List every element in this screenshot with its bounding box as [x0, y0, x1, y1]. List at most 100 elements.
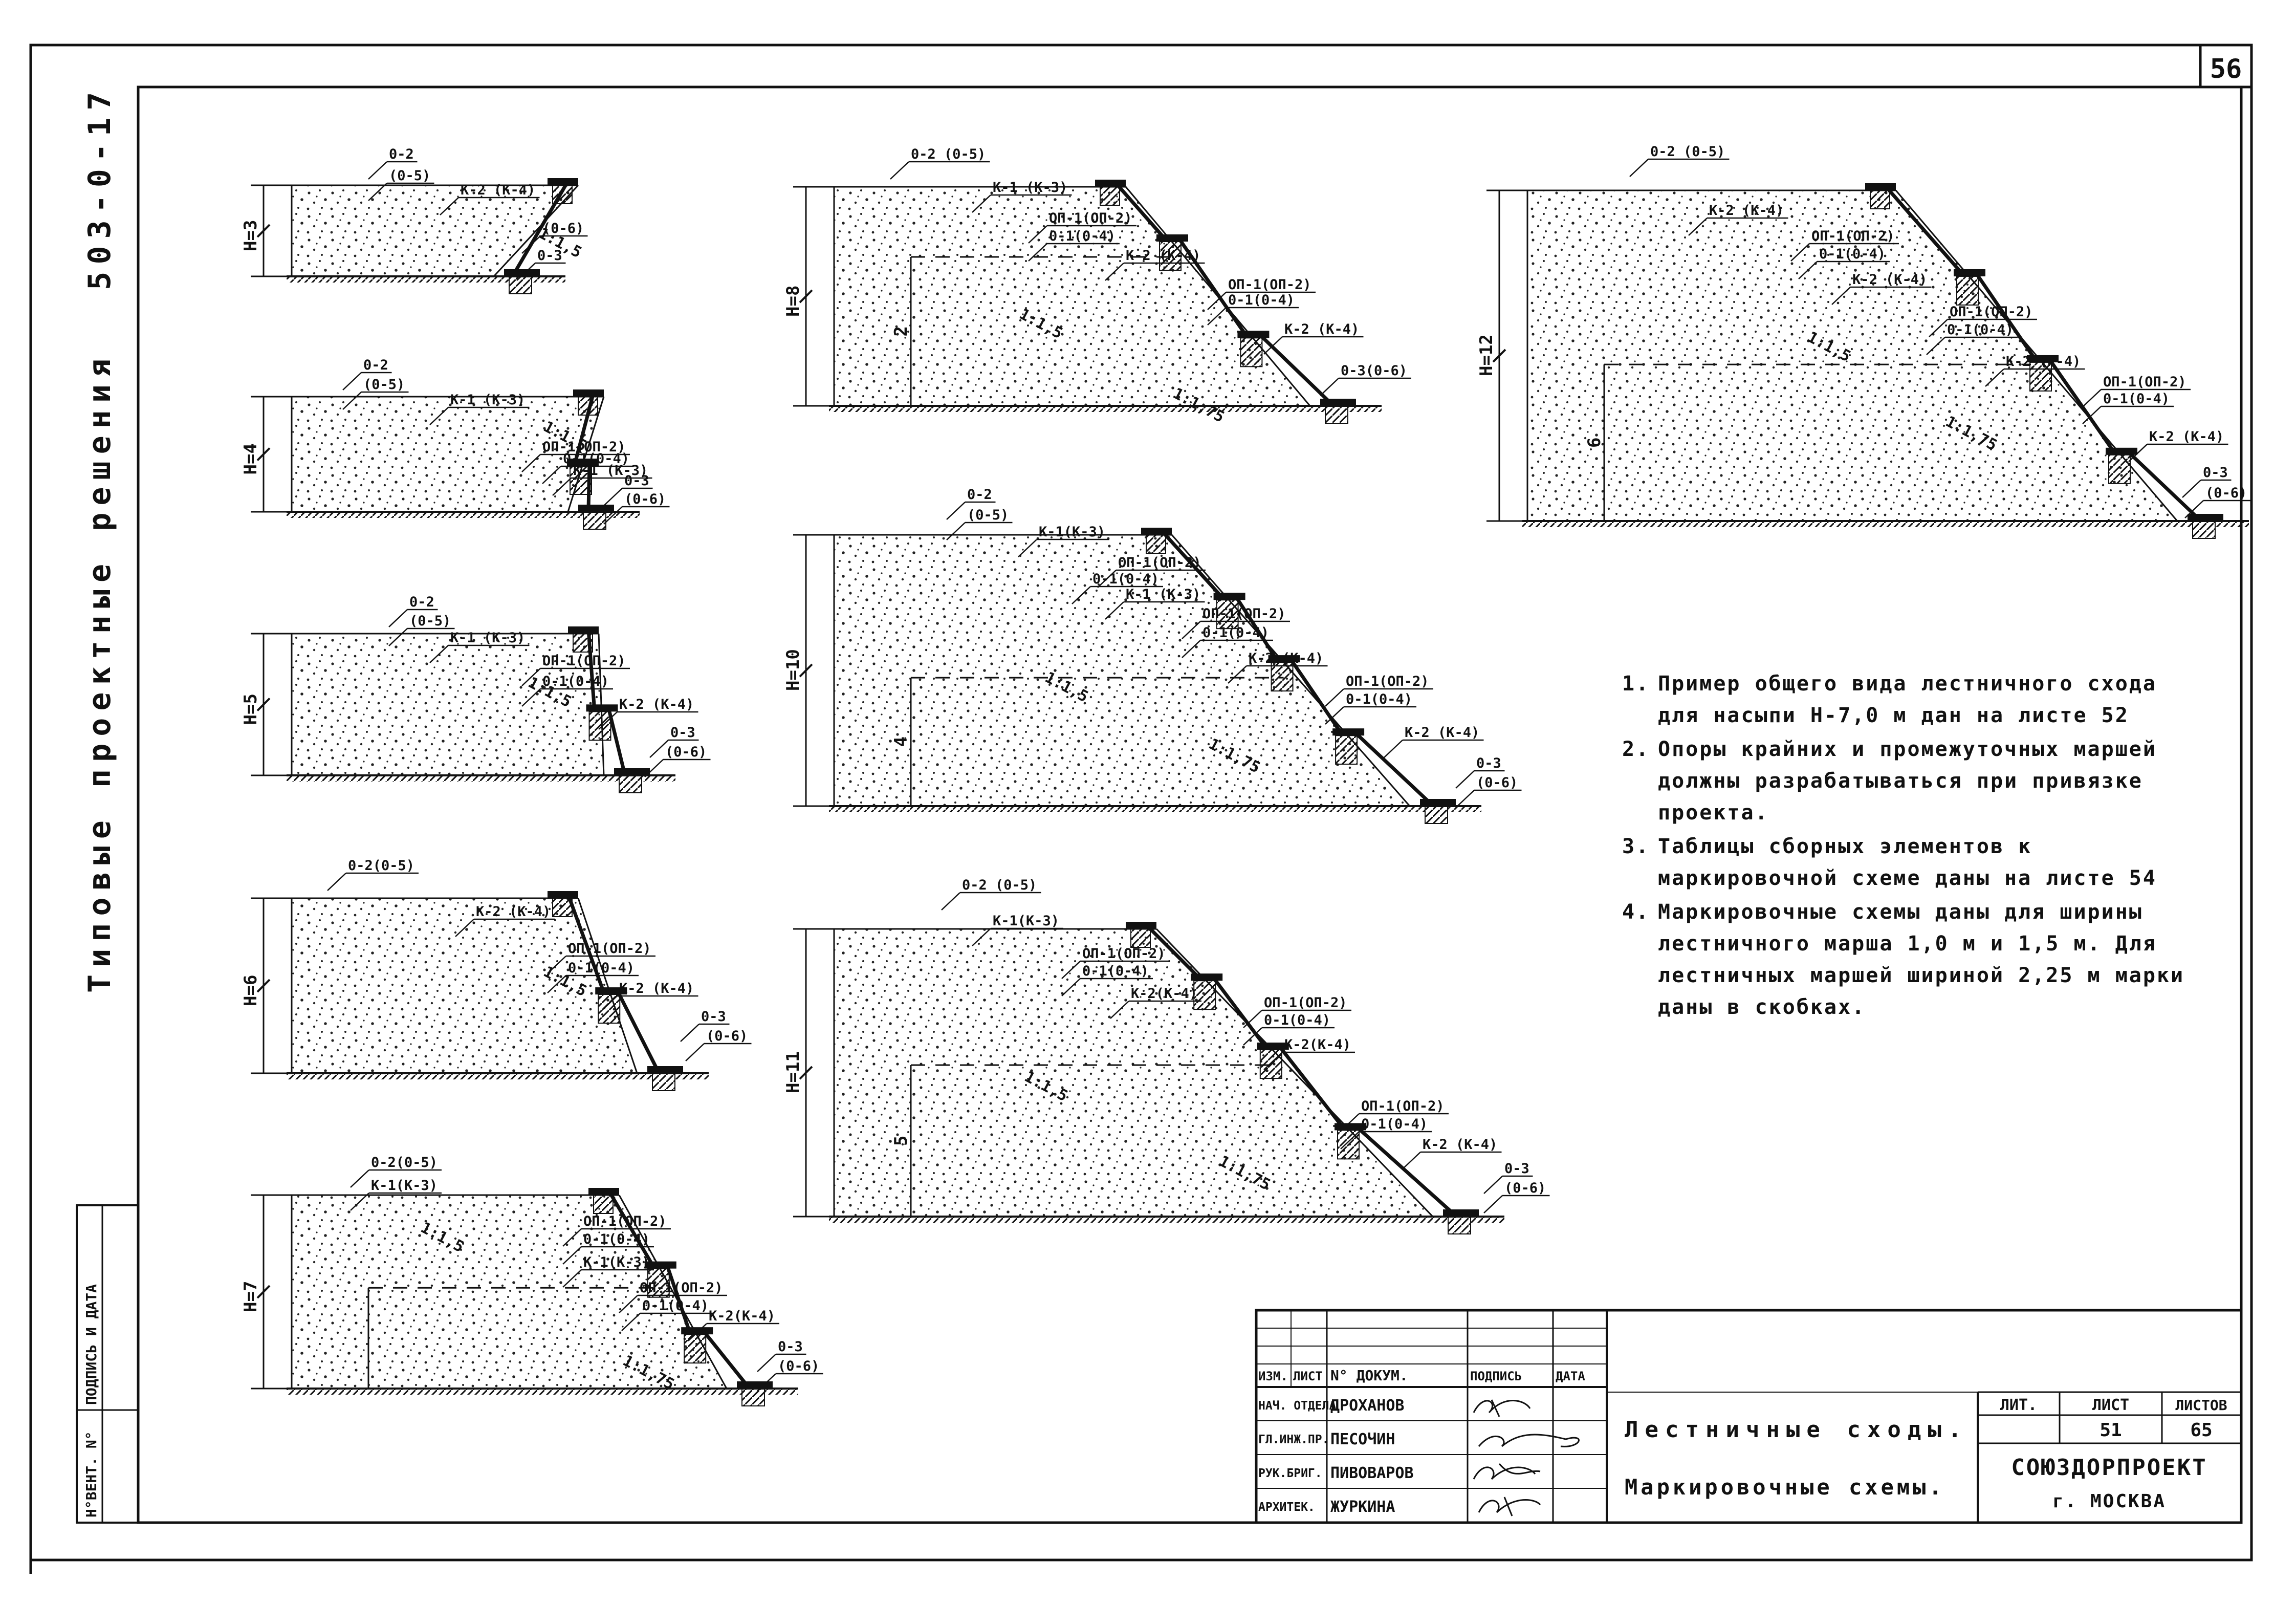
- callout-leader: [547, 956, 566, 974]
- element-mark-label: (0-6): [778, 1358, 819, 1374]
- element-mark-label: К-2 (К-4): [461, 182, 535, 198]
- staff-role-4: АРХИТЕК.: [1258, 1501, 1315, 1514]
- stair-diagram-1: Н=30-2(0-5)К-2 (К-4)1:1,50-3(0-6): [240, 146, 588, 294]
- callout-leader: [619, 1295, 638, 1313]
- dimension-tick: [799, 1066, 813, 1080]
- element-mark-label: ОП-1(ОП-2): [583, 1213, 667, 1229]
- element-mark-label: К-2 (К-4): [1405, 725, 1479, 741]
- element-mark-label: К-2 (К-4): [2149, 429, 2224, 445]
- top-landing: [588, 1188, 619, 1195]
- staff-name-4: ЖУРКИНА: [1330, 1498, 1395, 1516]
- intermediate-landing: [1237, 331, 1270, 338]
- element-mark-label: ОП-1(ОП-2): [542, 439, 626, 455]
- element-mark-label: (0-5): [363, 377, 405, 393]
- element-mark-label: К-2(К-4): [709, 1308, 775, 1324]
- element-mark-label: 0-1(0-4): [568, 960, 635, 976]
- top-support: [578, 396, 598, 416]
- dimension-tick: [799, 663, 813, 678]
- header-date: ДАТА: [1556, 1369, 1585, 1383]
- height-label: Н=3: [240, 220, 261, 251]
- element-mark-label: (0-6): [624, 491, 666, 507]
- intermediate-landing: [595, 987, 627, 995]
- staff-name-1: ДРОХАНОВ: [1330, 1397, 1405, 1415]
- intermediate-support: [1335, 735, 1358, 765]
- callout-leader: [455, 919, 474, 937]
- bottom-landing: [1443, 1209, 1479, 1217]
- callout-leader: [368, 161, 387, 180]
- callout-leader: [562, 1246, 582, 1265]
- embankment-fill: [834, 187, 1310, 406]
- stair-flight: [607, 1190, 749, 1387]
- dimension-tick: [256, 979, 271, 993]
- bottom-landing: [2188, 514, 2223, 521]
- callout-leader: [1207, 307, 1227, 326]
- callout-leader: [1072, 586, 1091, 604]
- inventory-number-label: Н°ВЕНТ. N°: [83, 1431, 100, 1518]
- sheet-count-value: 65: [2190, 1420, 2212, 1441]
- intermediate-support: [647, 1268, 670, 1298]
- embankment-fill: [292, 397, 604, 512]
- callout-leader: [1182, 640, 1201, 658]
- element-mark-label: 0-2 (0-5): [911, 146, 986, 162]
- callout-leader: [429, 407, 449, 425]
- element-mark-label: 0-3: [537, 248, 562, 264]
- top-landing: [568, 626, 599, 634]
- bottom-support: [509, 276, 532, 294]
- callout-leader: [1243, 1010, 1262, 1028]
- element-mark-label: К-2 (К-4): [619, 981, 694, 996]
- element-mark-label: ОП-1(ОП-2): [1049, 210, 1132, 226]
- element-mark-label: ОП-1(ОП-2): [640, 1280, 723, 1296]
- dimension-tick: [1492, 349, 1506, 363]
- intermediate-landing: [1268, 655, 1300, 663]
- top-support: [1130, 928, 1151, 948]
- bottom-support: [2192, 521, 2216, 539]
- stair-diagram-6: Н=820-2 (0-5)К-1 (К-3)ОП-1(ОП-2)0-1(0-4)…: [783, 146, 1411, 426]
- callout-leader: [1402, 1152, 1421, 1170]
- callout-leader: [342, 392, 362, 410]
- stair-diagram-2: Н=40-2(0-5)К-1 (К-3)1:1,5ОП-1(ОП-2)0-1(0…: [240, 357, 670, 530]
- dimension-tick: [256, 698, 271, 711]
- element-mark-label: 0-1(0-4): [1947, 322, 2014, 338]
- element-mark-label: 0-3(0-6): [1341, 363, 1407, 379]
- element-mark-label: 0-1(0-4): [1049, 228, 1116, 244]
- callout-leader: [603, 488, 623, 506]
- element-mark-label: К-2 (К-4): [1126, 248, 1200, 264]
- element-mark-label: К-2 (К-4): [619, 697, 694, 712]
- element-mark-label: К-2 (К-4): [2006, 354, 2081, 370]
- intermediate-landing: [1257, 1043, 1289, 1050]
- side-title-code: 503-0-17: [82, 85, 118, 290]
- callout-leader: [972, 194, 991, 213]
- callout-leader: [1182, 621, 1201, 639]
- note-2: 2. Опоры крайних и промежуточных маршей …: [1622, 733, 2205, 829]
- callout-leader: [1483, 1176, 1503, 1194]
- signature-scribbles: [1473, 1399, 1580, 1516]
- intermediate-landing: [681, 1327, 713, 1335]
- callout-leader: [688, 1323, 707, 1341]
- ground-hatch: [829, 1217, 1504, 1223]
- intermediate-landing: [1213, 593, 1245, 600]
- embankment-fill: [292, 634, 604, 775]
- callout-leader: [440, 197, 459, 215]
- element-mark-label: 0-1(0-4): [1202, 625, 1269, 641]
- bottom-landing: [614, 768, 650, 775]
- element-mark-label: К-1(К-3): [583, 1254, 650, 1270]
- element-mark-label: 0-1(0-4): [1092, 571, 1159, 587]
- dimension-tick: [799, 289, 813, 304]
- top-landing: [573, 389, 604, 397]
- note-number: 4.: [1622, 900, 1650, 924]
- bottom-support: [1325, 405, 1348, 424]
- element-mark-label: 0-2(0-5): [371, 1155, 438, 1171]
- element-mark-label: К-2 (К-4): [1709, 203, 1784, 219]
- element-mark-label: К-1 (К-3): [993, 180, 1067, 196]
- callout-leader: [388, 609, 408, 627]
- top-landing: [548, 891, 578, 898]
- height-label: Н=6: [240, 975, 261, 1006]
- slope-line: [577, 898, 638, 1074]
- element-mark-label: К-1(К-3): [371, 1178, 438, 1194]
- intermediate-landing: [1335, 1123, 1366, 1131]
- bottom-landing: [1320, 399, 1356, 406]
- embankment-fill: [292, 898, 637, 1073]
- staff-name-2: ПЕСОЧИН: [1330, 1430, 1395, 1448]
- bottom-landing: [578, 505, 614, 512]
